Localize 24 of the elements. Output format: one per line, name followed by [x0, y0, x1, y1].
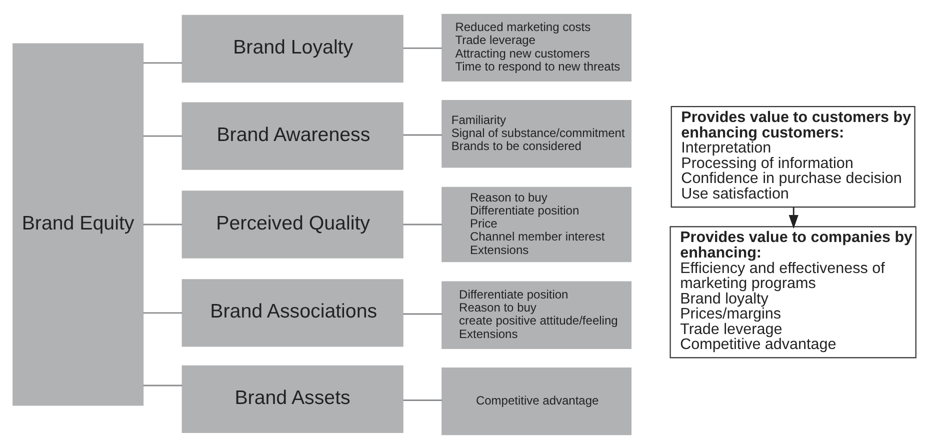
connector	[143, 62, 182, 64]
node-box: Brand Awareness	[182, 102, 404, 170]
node-box: Provides value to companies by enhancing: Efficiency and effectiveness of marketing programs Brand loyalty Prices/margins Trade leverage Competitive advantage	[670, 226, 916, 358]
arrow	[788, 206, 798, 228]
connector	[143, 134, 182, 136]
node-box: Perceived Quality	[182, 190, 404, 258]
connector	[403, 399, 442, 400]
connector	[403, 134, 442, 136]
connector	[403, 312, 442, 314]
node-box: Brand Assets	[182, 364, 404, 432]
node-box: Provides value to customers by enhancing customers: Interpretation Processing of information Confidence in purchase decision Use satisfaction	[670, 106, 916, 208]
node-box: Reason to buy Differentiate position Price Channel member interest Extensions	[442, 186, 632, 262]
connector	[403, 47, 442, 48]
connector	[143, 384, 182, 386]
node-box: Differentiate position Reason to buy create positive attitude/feeling Extensions	[442, 280, 632, 348]
node-box: Brand Equity	[12, 42, 144, 406]
connector	[143, 223, 182, 225]
connector	[143, 312, 182, 314]
node-box: Brand Loyalty	[182, 14, 404, 82]
node-box: Competitive advantage	[442, 367, 632, 435]
connector	[403, 223, 442, 225]
node-box: Brand Associations	[182, 278, 404, 346]
node-box: Familiarity Signal of substance/commitment Brands to be considered	[442, 100, 632, 168]
node-box: Reduced marketing costs Trade leverage Attracting new customers Time to respond to new threats	[442, 13, 632, 81]
